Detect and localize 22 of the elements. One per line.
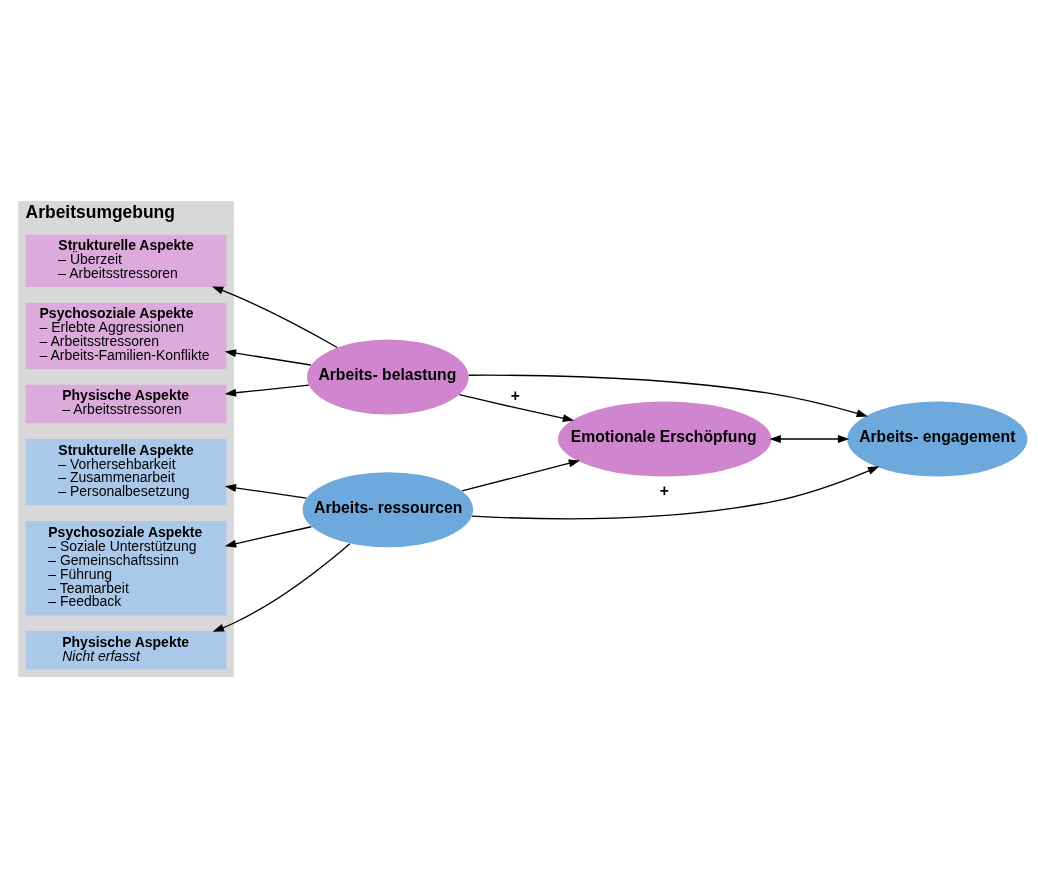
node-ellipse: Arbeits- belastung [307, 338, 469, 415]
node-box: Strukturelle Aspekte – Überzeit – Arbeitsstressoren [25, 234, 227, 287]
arrow [468, 374, 868, 417]
arrow [224, 383, 310, 397]
node-ellipse: Arbeits- ressourcen [302, 471, 474, 547]
node-ellipse: Emotionale Erschöpfung [557, 400, 772, 477]
arrow [224, 483, 307, 499]
arrow [769, 434, 850, 443]
edge-label: + [510, 386, 520, 404]
node-box: Strukturelle Aspekte – Vorhersehbarkeit – Zusammenarbeit – Personalbesetzung [25, 438, 227, 505]
edge-label: + [659, 481, 670, 499]
arrow [224, 525, 312, 548]
arrow [224, 348, 312, 366]
node-box: Psychosoziale Aspekte – Soziale Unterstützung – Gemeinschaftssinn – Führung – Teamarbeit – Feedback [25, 520, 227, 615]
node-box: Psychosoziale Aspekte – Erlebte Aggressionen – Arbeitsstressoren – Arbeits-Familien-Konflikte [25, 302, 227, 369]
node-box: Physische Aspekte – Arbeitsstressoren [25, 384, 227, 423]
arrow [458, 393, 575, 422]
node-box: Physische Aspekte Nicht erfasst [25, 630, 227, 670]
arrow [471, 465, 880, 519]
arrow [212, 542, 351, 632]
arrow [211, 285, 338, 348]
arrow [461, 459, 581, 492]
